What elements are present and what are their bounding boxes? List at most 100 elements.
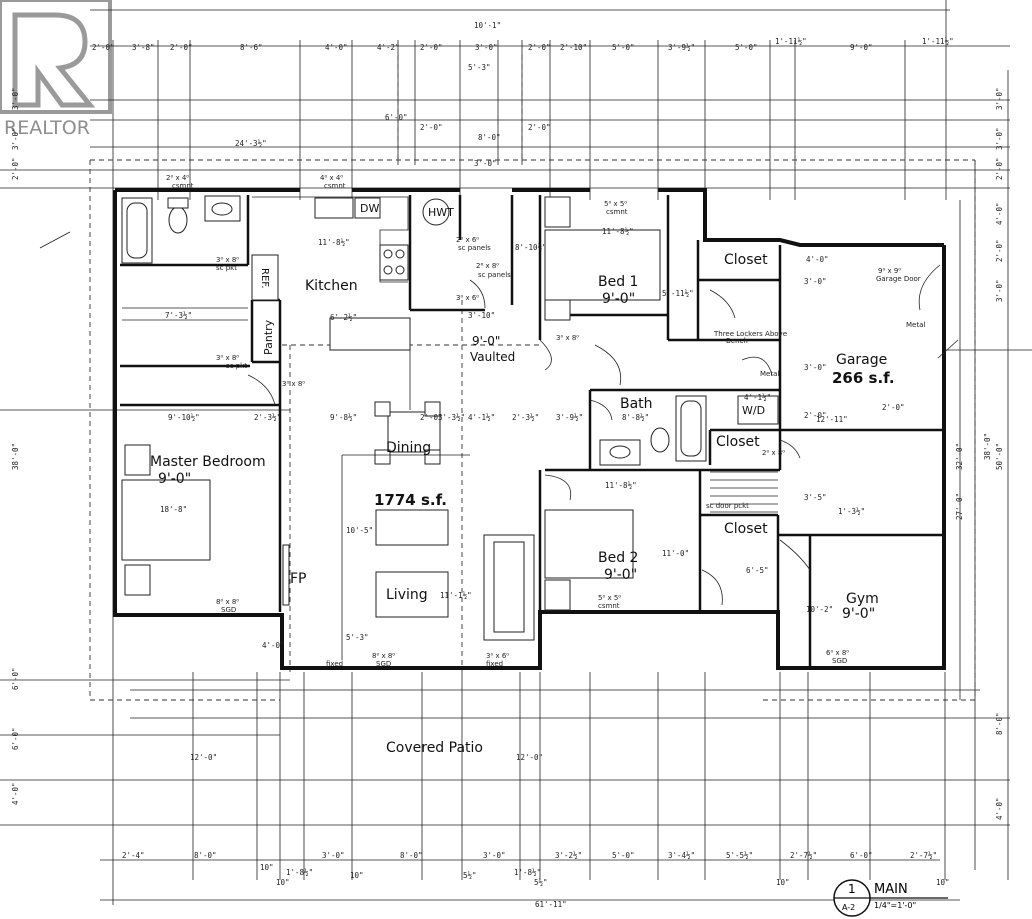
right_col-3: 4'-0" (995, 202, 1004, 225)
interior-9: 3'-9½" (556, 413, 583, 422)
bed2-ceiling: 9'-0" (604, 567, 637, 583)
interior-13: 2'-3½" (254, 413, 281, 422)
wd-label: W/D (742, 404, 765, 417)
sub_dims-1: 24'-3½" (235, 139, 267, 148)
left_col-0: 3'-0" (11, 87, 20, 110)
fp-label: FP (290, 571, 307, 587)
dw-label: DW (360, 202, 379, 215)
interior-26: 2'-0" (804, 411, 827, 420)
interior-11: 12'-11" (816, 415, 848, 424)
covered-patio-label: Covered Patio (386, 740, 483, 756)
bed2-bed-icon (544, 509, 634, 579)
bottom_small-6: 10" (260, 863, 274, 872)
right_col-11: 4'-0" (995, 797, 1004, 820)
bed2-label: Bed 2 (598, 550, 638, 566)
exterior-walls (113, 188, 946, 670)
door-callout-12: 2⁰ x 8⁰ (762, 449, 785, 457)
fixed-note: fixed (326, 660, 343, 668)
washer-dryer-icon (737, 395, 779, 425)
right-dimension-column: 3'-0"3'-0"2'-0"4'-0"2'-0"3'-0"38'-0"32'-… (955, 87, 1004, 820)
interior-8: 2'-3½" (512, 413, 539, 422)
bottom_row-1: 8'-0" (194, 851, 217, 860)
interior-5: 9'-10½" (168, 413, 200, 422)
left_col-5: 6'-0" (11, 727, 20, 750)
metal-note-2: Metal (760, 370, 779, 378)
interior-3: 6'-2½" (330, 313, 357, 322)
interior-32: 3'-0" (804, 277, 827, 286)
bottom-overall-dim: 61'-11" (535, 900, 567, 909)
top_row-12: 5'-0" (735, 43, 758, 52)
door-callout-3: 3⁰ x 8⁰ (282, 380, 305, 388)
dining-table (387, 411, 441, 453)
interior-14: 2'-0" (420, 413, 443, 422)
bottom_small-3: 5½" (534, 878, 548, 887)
right_col-4: 2'-0" (995, 239, 1004, 262)
interior-21: 12'-0" (516, 753, 543, 762)
gym-label: Gym (846, 591, 879, 607)
sgd-note: SGD (221, 606, 236, 614)
left-dimension-column: 3'-0"3'-0"2'-0"38'-0"6'-0"6'-0"4'-0" (11, 87, 20, 805)
realtor-watermark: REALTOR (4, 117, 90, 139)
interior-28: 3'-5" (804, 493, 827, 502)
top-dimension-row: 2'-0"3'-8"2'-0"8'-6"4'-0"4'-2"2'-0"3'-0"… (92, 37, 954, 52)
sc-door-pkt-note: sc door pckt (706, 502, 749, 510)
bottom_row-4: 8'-0" (400, 851, 423, 860)
right_col-6: 38'-0" (983, 433, 992, 460)
sub_dims-7: 6'-0" (385, 113, 408, 122)
closet2-label: Closet (716, 434, 760, 450)
top_row-6: 2'-0" (420, 43, 443, 52)
interior-33: 4'-0" (806, 255, 829, 264)
top_row-15: 1'-11½" (922, 37, 954, 46)
interior-17: 7'-3½" (165, 311, 192, 320)
right_col-10: 8'-0" (995, 712, 1004, 735)
top_row-4: 4'-0" (325, 43, 348, 52)
interior-0: 11'-8½" (318, 238, 350, 247)
coffee-table (375, 509, 449, 546)
water-heater-icon (422, 198, 450, 226)
bottom_small-4: 10" (776, 878, 790, 887)
bottom_row-13: 2'-7½" (910, 851, 937, 860)
door-callout-2: 3⁰ x 8⁰ (216, 354, 239, 362)
garage-door-note: Garage Door (876, 275, 921, 283)
sc-pkt-note: sc pkt (216, 264, 237, 272)
left_col-1: 3'-0" (11, 127, 20, 150)
interior-25: 5'-11½" (662, 289, 694, 298)
total-area: 1774 s.f. (374, 491, 447, 509)
garage-area: 266 s.f. (832, 369, 895, 387)
fireplace-icon (282, 544, 290, 606)
sgd-note-3: SGD (832, 657, 847, 665)
metal-note: Metal (906, 321, 925, 329)
sub_dims-0: 5'-3" (468, 63, 491, 72)
toilet-icon (168, 206, 188, 234)
bottom_row-9: 3'-4½" (668, 851, 695, 860)
left_col-6: 4'-0" (11, 782, 20, 805)
door-callout-5: 2⁰ x 6⁰ (456, 236, 479, 244)
interior-30: 4'-1½" (744, 393, 771, 402)
bottom_row-11: 2'-7½" (790, 851, 817, 860)
stairs-icon (710, 471, 778, 513)
interior-dimension-labels: 11'-8½"11'-8½"11'-8½"6'-2½"3'-10"9'-10½"… (160, 227, 905, 762)
bottom_small-2: 5½" (463, 871, 477, 880)
window-callout-2: 4⁰ x 4⁰ (320, 174, 343, 182)
hwt-label: HWT (428, 206, 454, 219)
kitchen-label: Kitchen (305, 278, 358, 294)
title-sheet: A-2 (842, 903, 855, 912)
tv-console (375, 571, 449, 618)
sgd-note-2: SGD (376, 660, 391, 668)
closet3-label: Closet (724, 521, 768, 537)
bottom-dimension-row: 2'-4"8'-0"1'-8½"3'-0"8'-0"3'-0"1'-8½"3'-… (122, 851, 937, 877)
fridge-icon (251, 254, 279, 301)
right_col-7: 32'-0" (955, 443, 964, 470)
sub_dims-4: 2'-0" (420, 123, 443, 132)
left_col-3: 38'-0" (11, 443, 20, 470)
pantry-label: Pantry (262, 319, 275, 355)
top_row-3: 8'-6" (240, 43, 263, 52)
garage-door-size: 9⁰ x 9⁰ (878, 267, 901, 275)
sub_dims-5: 2'-0" (528, 123, 551, 132)
window-callout-1: 2⁰ x 4⁰ (166, 174, 189, 182)
door-callout-10: 6⁰ x 8⁰ (826, 649, 849, 657)
top_row-1: 3'-8" (132, 43, 155, 52)
bottom_small-1: 10" (350, 871, 364, 880)
interior-1: 11'-8½" (605, 481, 637, 490)
